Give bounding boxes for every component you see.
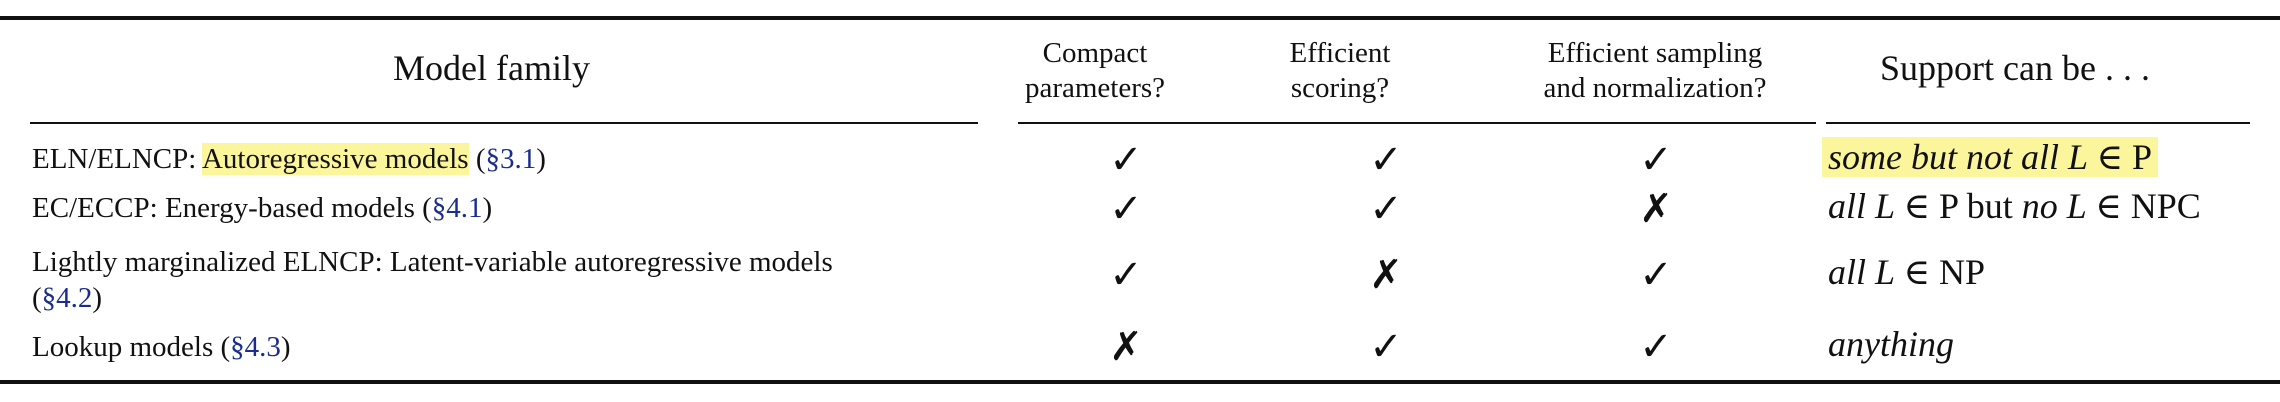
- row-1-model: ELN/ELNCP: Autoregressive models (§3.1): [32, 141, 546, 177]
- header-compact: Compact parameters?: [1010, 36, 1180, 106]
- row-2-sampling-mark: ✗: [1639, 186, 1673, 232]
- row-4-model: Lookup models (§4.3): [32, 329, 291, 365]
- row-2-prefix: EC/ECCP: Energy-based models (: [32, 192, 432, 224]
- header-sampling: Efficient sampling and normalization?: [1515, 36, 1795, 106]
- header-scoring-line1: Efficient: [1289, 37, 1391, 69]
- header-support: Support can be . . .: [1880, 48, 2150, 88]
- row-1-support: some but not all L ∈ P: [1822, 137, 2159, 177]
- row-3-sampling-mark: ✓: [1639, 252, 1673, 298]
- header-sampling-line2: and normalization?: [1543, 72, 1767, 104]
- row-1-prefix: ELN/ELNCP:: [32, 143, 202, 175]
- row-1-section-link[interactable]: §3.1: [485, 143, 537, 175]
- row-3-line1: Lightly marginalized ELNCP: Latent-varia…: [32, 246, 833, 278]
- row-2-support: all L ∈ P but no L ∈ NPC: [1828, 186, 2201, 226]
- top-rule: [0, 16, 2280, 20]
- row-2-support-d: no: [2021, 186, 2058, 226]
- row-2-support-e: L: [2057, 186, 2096, 226]
- row-4-section-link[interactable]: §4.3: [230, 331, 281, 363]
- header-compact-line2: parameters?: [1024, 72, 1166, 104]
- header-compact-line1: Compact: [1042, 37, 1148, 69]
- row-4-scoring-mark: ✓: [1369, 324, 1403, 370]
- row-2-model: EC/ECCP: Energy-based models (§4.1): [32, 190, 492, 226]
- row-1-open: (: [468, 143, 486, 175]
- header-sampling-line1: Efficient sampling: [1547, 37, 1763, 69]
- bottom-rule: [0, 380, 2280, 384]
- row-1-close: ): [536, 143, 546, 175]
- header-scoring-line2: scoring?: [1290, 72, 1390, 104]
- row-1-support-c: ∈ P: [2096, 137, 2153, 177]
- row-4-close: ): [280, 331, 291, 363]
- row-1-compact-mark: ✓: [1109, 137, 1143, 183]
- row-3-line2: (§4.2): [32, 280, 833, 316]
- header-rule-props: [1018, 122, 1816, 124]
- row-1-support-a: some but not all: [1828, 137, 2059, 177]
- row-2-support-c: ∈ P but: [1903, 186, 2022, 226]
- header-rule-support: [1826, 122, 2250, 124]
- row-3-support-c: ∈ NP: [1903, 252, 1986, 292]
- row-1-highlight: Autoregressive models: [201, 143, 469, 175]
- row-3-scoring-mark: ✗: [1369, 252, 1403, 298]
- row-3-support-b: L: [1866, 252, 1904, 292]
- row-2-close: ): [482, 192, 493, 224]
- row-2-support-a: all: [1828, 186, 1867, 226]
- row-3-section-link[interactable]: §4.2: [41, 282, 93, 314]
- row-4-support: anything: [1828, 324, 1954, 364]
- row-1-scoring-mark: ✓: [1369, 137, 1403, 183]
- row-3-open: (: [32, 282, 42, 314]
- row-4-sampling-mark: ✓: [1639, 324, 1673, 370]
- row-3-support-a: all: [1828, 252, 1867, 292]
- row-4-compact-mark: ✗: [1109, 324, 1143, 370]
- row-1-sampling-mark: ✓: [1639, 137, 1673, 183]
- row-4-support-a: anything: [1828, 324, 1954, 364]
- row-2-support-b: L: [1866, 186, 1904, 226]
- header-rule-model: [30, 122, 978, 124]
- row-1-support-b: L: [2059, 137, 2097, 177]
- header-model-family: Model family: [393, 48, 590, 88]
- header-scoring: Efficient scoring?: [1270, 36, 1410, 106]
- row-3-support: all L ∈ NP: [1828, 252, 1985, 292]
- row-2-support-f: ∈ NPC: [2095, 186, 2201, 226]
- row-2-scoring-mark: ✓: [1369, 186, 1403, 232]
- row-3-model: Lightly marginalized ELNCP: Latent-varia…: [32, 244, 833, 316]
- row-3-compact-mark: ✓: [1109, 252, 1143, 298]
- row-3-close: ): [92, 282, 103, 314]
- row-2-section-link[interactable]: §4.1: [431, 192, 483, 224]
- row-2-compact-mark: ✓: [1109, 186, 1143, 232]
- row-4-prefix: Lookup models (: [32, 331, 231, 363]
